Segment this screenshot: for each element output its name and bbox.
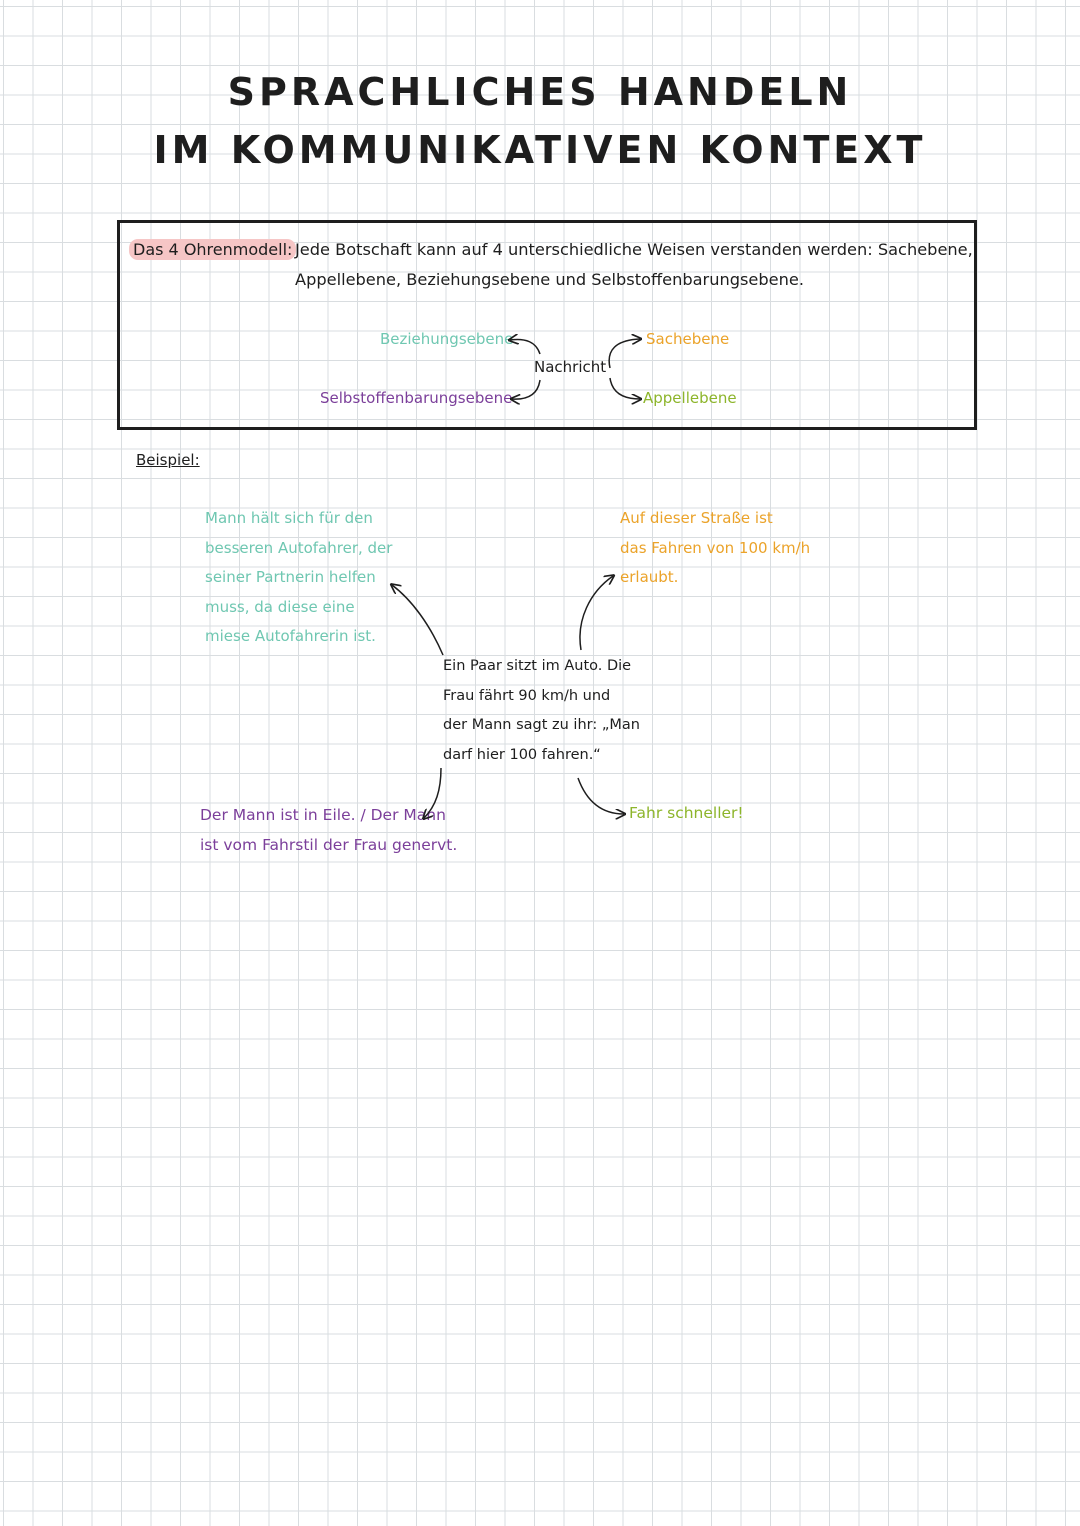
arrow-to-beziehungsebene [510,340,541,355]
selbstoffenbarung-line: Der Mann ist in Eile. / Der Mann [200,806,446,824]
example-selbstoffenbarung-text: Der Mann ist in Eile. / Der Mann ist vom… [200,801,457,860]
arrow-to-appell-example [577,777,624,814]
definition-term: Das 4 Ohrenmodell: [129,239,297,260]
example-sache-text: Auf dieser Straße ist das Fahren von 100… [620,504,810,593]
situation-line: der Mann sagt zu ihr: „Man [443,717,640,734]
sache-line: Auf dieser Straße ist [620,509,773,527]
level-beziehungsebene: Beziehungsebene [380,330,514,348]
situation-line: Frau fährt 90 km/h und [443,687,611,704]
example-appell-text: Fahr schneller! [629,804,744,822]
example-beziehung-text: Mann hält sich für den besseren Autofahr… [205,504,392,652]
beziehung-line: besseren Autofahrer, der [205,538,393,557]
level-appellebene: Appellebene [643,389,737,407]
selbstoffenbarung-line: ist vom Fahrstil der Frau genervt. [200,835,458,854]
situation-line: Ein Paar sitzt im Auto. Die [443,658,632,674]
definition-box [117,220,977,430]
level-selbstoffenbarungsebene: Selbstoffenbarungsebene [320,389,513,407]
arrow-to-beziehung-example [392,585,444,656]
beziehung-line: miese Autofahrerin ist. [205,627,376,646]
example-label: Beispiel: [136,451,200,469]
page-title-line-1: SPRACHLICHES HANDELN [227,70,853,114]
diagram-center-nachricht: Nachricht [534,358,607,376]
sache-line: erlaubt. [620,568,679,587]
example-situation-text: Ein Paar sitzt im Auto. Die Frau fährt 9… [443,652,640,770]
arrow-to-appellebene [609,377,640,399]
page-title-line-2: IM KOMMUNIKATIVEN KONTEXT [153,128,927,172]
sache-line: das Fahren von 100 km/h [620,538,811,557]
level-sachebene: Sachebene [646,330,730,348]
arrow-to-sachebene [608,339,640,369]
arrow-to-sache-example [579,576,613,651]
beziehung-line: muss, da diese eine [205,597,355,616]
beziehung-line: Mann hält sich für den [205,509,373,527]
definition-text-line-2: Appellebene, Beziehungsebene und Selbsto… [295,270,804,289]
beziehung-line: seiner Partnerin helfen [205,568,376,587]
definition-text-line-1: Jede Botschaft kann auf 4 unterschiedlic… [295,240,973,259]
situation-line: darf hier 100 fahren.“ [443,746,601,763]
arrow-to-selbstoffenbarungsebene [512,379,541,399]
arrow-to-selbstoffenbarung-example [424,767,442,818]
